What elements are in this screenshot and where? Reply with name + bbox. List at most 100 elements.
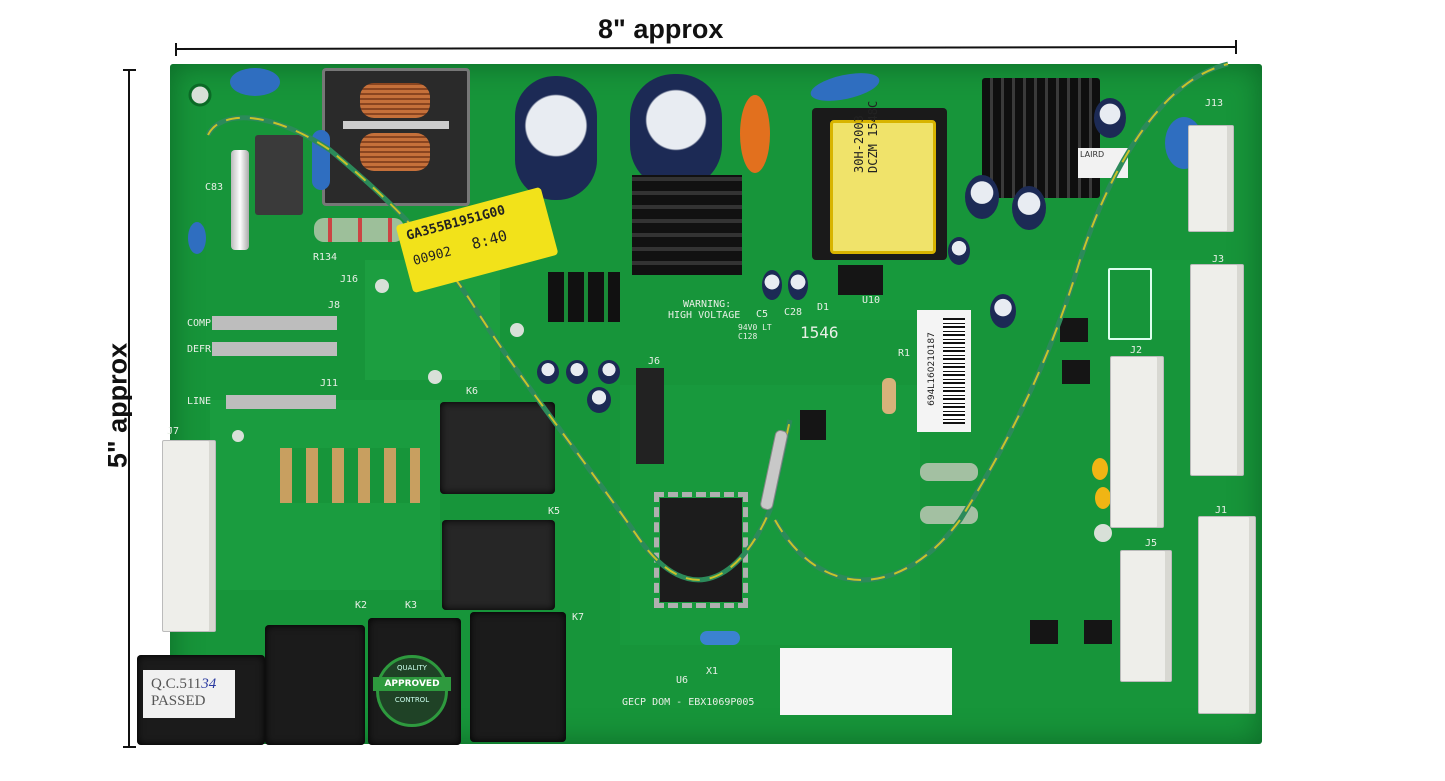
capacitor	[948, 237, 970, 265]
stamp-middle-text: APPROVED	[373, 677, 451, 691]
silk-warning-2: HIGH VOLTAGE	[668, 310, 741, 321]
capacitor	[587, 387, 611, 413]
resistor-bank	[280, 448, 420, 503]
capacitor	[598, 360, 620, 384]
relay-k2	[265, 625, 365, 745]
tag-time: 8:40	[469, 226, 510, 254]
inductor-coil	[322, 68, 470, 206]
connector-j5	[1120, 550, 1172, 682]
heatsink	[632, 175, 742, 275]
connector-j14	[1108, 268, 1152, 340]
varistor-block	[255, 135, 303, 215]
connector-j7	[162, 440, 216, 632]
silk-part-number: GECP DOM - EBX1069P005	[622, 697, 755, 708]
silk-j5: J5	[1145, 538, 1158, 549]
qc-line1: Q.C.511	[151, 676, 202, 692]
silk-k5: K5	[548, 506, 561, 517]
ic	[1062, 360, 1090, 384]
laird-label: LAIRD	[1078, 148, 1128, 178]
ic-array	[548, 272, 620, 322]
terminal-line	[226, 395, 336, 409]
blank-label	[780, 648, 952, 715]
qc-handwritten: 34	[201, 676, 217, 692]
connector-j2	[1110, 356, 1164, 528]
capacitor	[1094, 98, 1126, 138]
tantalum-capacitor	[1095, 487, 1111, 509]
relay-k6	[440, 402, 555, 494]
stamp-top-text: QUALITY	[397, 664, 427, 672]
silk-j11: J11	[320, 378, 339, 389]
silk-x1: X1	[706, 666, 719, 677]
capacitor	[1012, 186, 1046, 230]
silk-r134: R134	[313, 252, 338, 263]
silk-ul-mark: 94V0 LT C128	[738, 323, 772, 341]
orange-capacitor	[740, 95, 770, 173]
silk-j2: J2	[1130, 345, 1143, 356]
connector-j3	[1190, 264, 1244, 476]
silk-date-code: 1546	[800, 323, 839, 342]
silk-c5: C5	[756, 309, 769, 320]
switching-transformer: 30H-2003 DCZM 1548C	[812, 101, 947, 260]
qc-sticker: Q.C.51134 PASSED	[143, 670, 235, 718]
resistor-r1	[882, 378, 896, 414]
y-capacitor	[188, 222, 206, 254]
silk-c28: C28	[784, 307, 803, 318]
capacitor	[788, 270, 808, 300]
blue-capacitor	[700, 631, 740, 645]
silk-j3: J3	[1212, 254, 1225, 265]
silk-j16: J16	[340, 274, 359, 285]
electrolytic-capacitor	[630, 74, 722, 189]
silk-k7: K7	[572, 612, 585, 623]
silk-c83: C83	[205, 182, 224, 193]
electrolytic-capacitor	[515, 76, 597, 200]
silk-u10: U10	[862, 295, 881, 306]
silk-warning-1: WARNING:	[683, 299, 732, 310]
silk-comp: COMP	[187, 318, 212, 329]
capacitor	[965, 175, 999, 219]
relay-k5	[442, 520, 555, 610]
silk-k2: K2	[355, 600, 368, 611]
terminal-defr	[212, 342, 337, 356]
barcode-label: 694L160210187	[917, 310, 971, 432]
silk-r1: R1	[898, 348, 911, 359]
quality-approved-stamp: QUALITY APPROVED CONTROL	[373, 655, 451, 727]
qc-line2: PASSED	[151, 693, 206, 709]
capacitor	[566, 360, 588, 384]
ic	[1030, 620, 1058, 644]
silk-j13: J13	[1205, 98, 1224, 109]
resistor	[920, 463, 978, 481]
tantalum-capacitor	[1092, 458, 1108, 480]
silk-j7: J7	[167, 426, 180, 437]
silk-defr: DEFR	[187, 344, 212, 355]
connector-j1	[1198, 516, 1256, 714]
pin-header-j6	[636, 368, 664, 464]
silk-u6: U6	[676, 675, 689, 686]
microcontroller-chip	[654, 492, 748, 608]
heatsink	[982, 78, 1100, 198]
tag-line2: 00902	[411, 244, 454, 269]
y-capacitor	[230, 68, 280, 96]
stamp-bottom-text: CONTROL	[394, 696, 430, 704]
ic-u10	[838, 265, 883, 295]
capacitor	[537, 360, 559, 384]
ic	[1060, 318, 1088, 342]
silk-k3: K3	[405, 600, 418, 611]
ic	[1084, 620, 1112, 644]
silk-j6: J6	[648, 356, 661, 367]
capacitor	[990, 294, 1016, 328]
relay-k7	[470, 612, 566, 742]
silk-d1: D1	[817, 302, 830, 313]
power-resistor	[314, 218, 404, 242]
silk-line: LINE	[187, 396, 212, 407]
silk-k6: K6	[466, 386, 479, 397]
connector-j13	[1188, 125, 1234, 232]
fuse	[231, 150, 249, 250]
terminal-comp	[212, 316, 337, 330]
silk-j8: J8	[328, 300, 341, 311]
laird-text: LAIRD	[1080, 150, 1105, 159]
silk-j1: J1	[1215, 505, 1228, 516]
width-dimension-label: 8" approx	[598, 14, 724, 44]
capacitor	[762, 270, 782, 300]
